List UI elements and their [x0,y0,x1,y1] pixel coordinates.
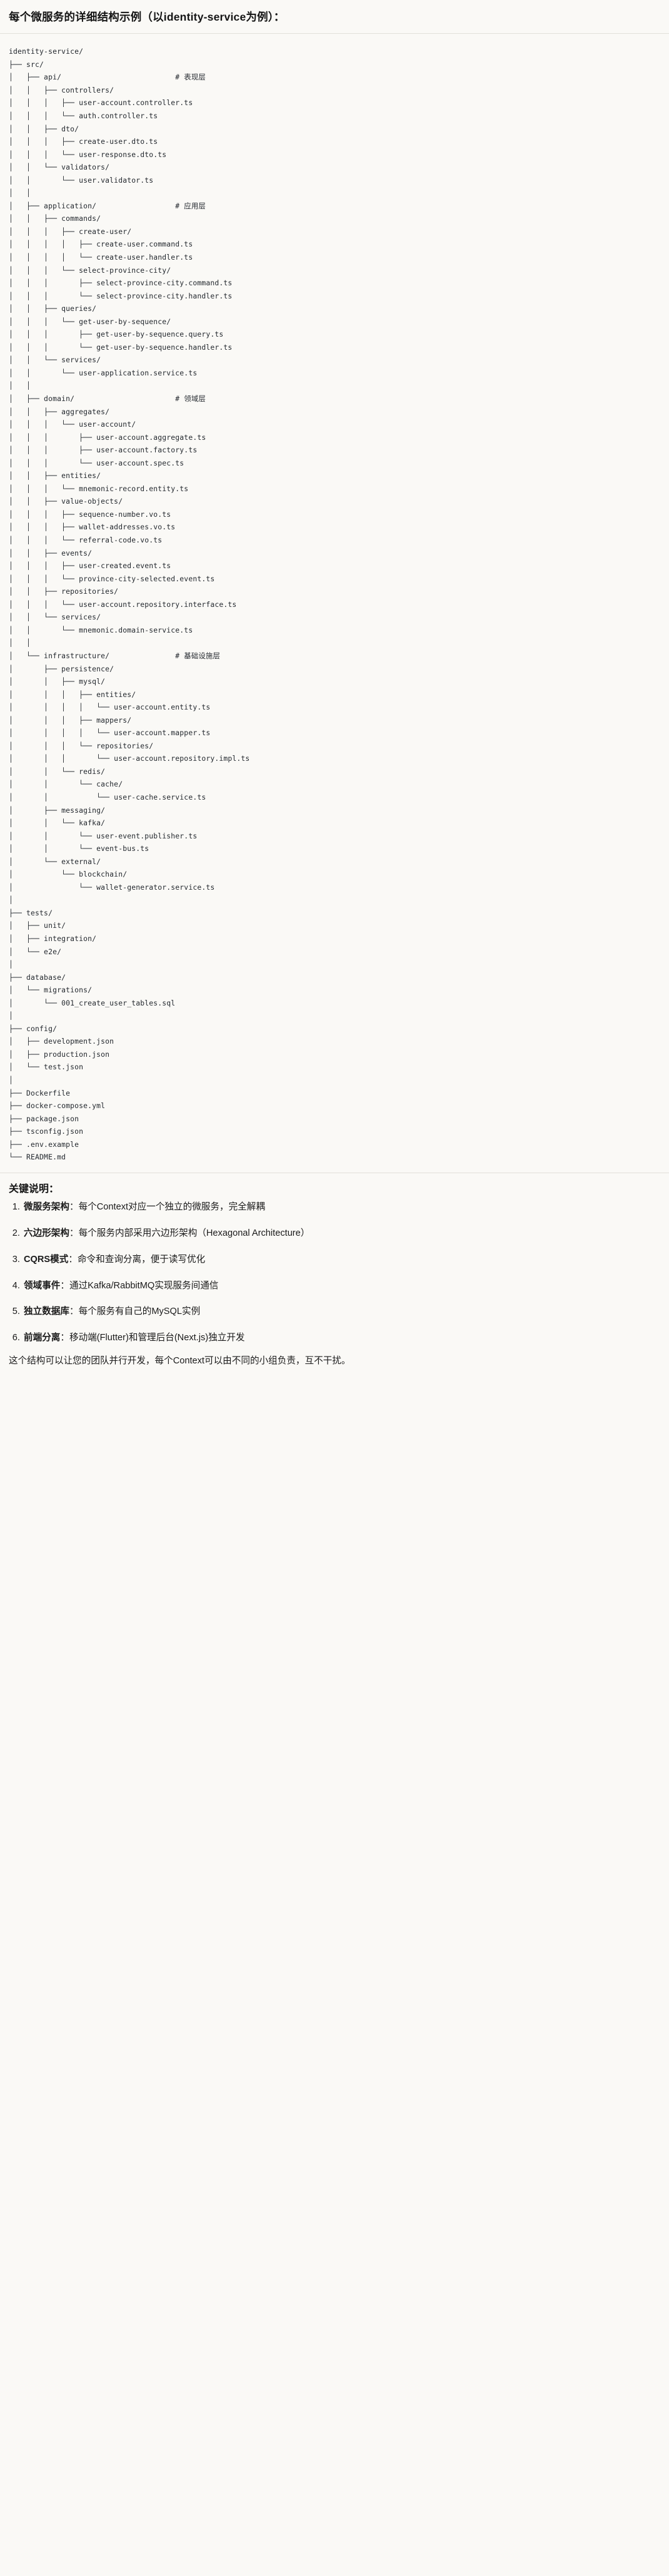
list-item: 领域事件：通过Kafka/RabbitMQ实现服务间通信 [23,1280,660,1293]
key-point-desc: ：每个服务有自己的MySQL实例 [69,1306,201,1317]
key-point-desc: ：每个服务内部采用六边形架构（Hexagonal Architecture） [69,1228,310,1238]
key-point-desc: ：每个Context对应一个独立的微服务，完全解耦 [69,1201,265,1212]
key-point-desc: ：命令和查询分离，便于读写优化 [68,1254,206,1265]
list-item: 微服务架构：每个Context对应一个独立的微服务，完全解耦 [23,1201,660,1214]
key-point-term: 领域事件 [24,1280,61,1291]
directory-tree: identity-service/ ├── src/ │ ├── api/ # … [9,47,250,1162]
key-points-heading: 关键说明： [9,1183,59,1194]
page-title: 每个微服务的详细结构示例（以identity-service为例）： [9,11,285,23]
key-point-term: 前端分离 [24,1333,61,1343]
list-item: 前端分离：移动端(Flutter)和管理后台(Next.js)独立开发 [23,1331,660,1345]
key-point-term: 微服务架构 [24,1201,69,1212]
key-points-list: 微服务架构：每个Context对应一个独立的微服务，完全解耦 六边形架构：每个服… [9,1201,660,1345]
closing-paragraph: 这个结构可以让您的团队并行开发，每个Context可以由不同的小组负责，互不干扰… [9,1356,351,1367]
document-page: 每个微服务的详细结构示例（以identity-service为例）： ident… [0,0,669,1369]
title-divider [0,33,669,34]
key-point-term: 六边形架构 [24,1228,69,1238]
key-point-desc: ：移动端(Flutter)和管理后台(Next.js)独立开发 [60,1333,245,1343]
list-item: 独立数据库：每个服务有自己的MySQL实例 [23,1305,660,1319]
list-item: 六边形架构：每个服务内部采用六边形架构（Hexagonal Architectu… [23,1227,660,1241]
list-item: CQRS模式：命令和查询分离，便于读写优化 [23,1253,660,1267]
key-point-term: CQRS模式 [24,1254,69,1265]
key-point-desc: ：通过Kafka/RabbitMQ实现服务间通信 [60,1280,219,1291]
key-points-section: 关键说明： 微服务架构：每个Context对应一个独立的微服务，完全解耦 六边形… [0,1182,669,1369]
key-point-term: 独立数据库 [24,1306,69,1317]
directory-tree-block: identity-service/ ├── src/ │ ├── api/ # … [0,34,669,1173]
